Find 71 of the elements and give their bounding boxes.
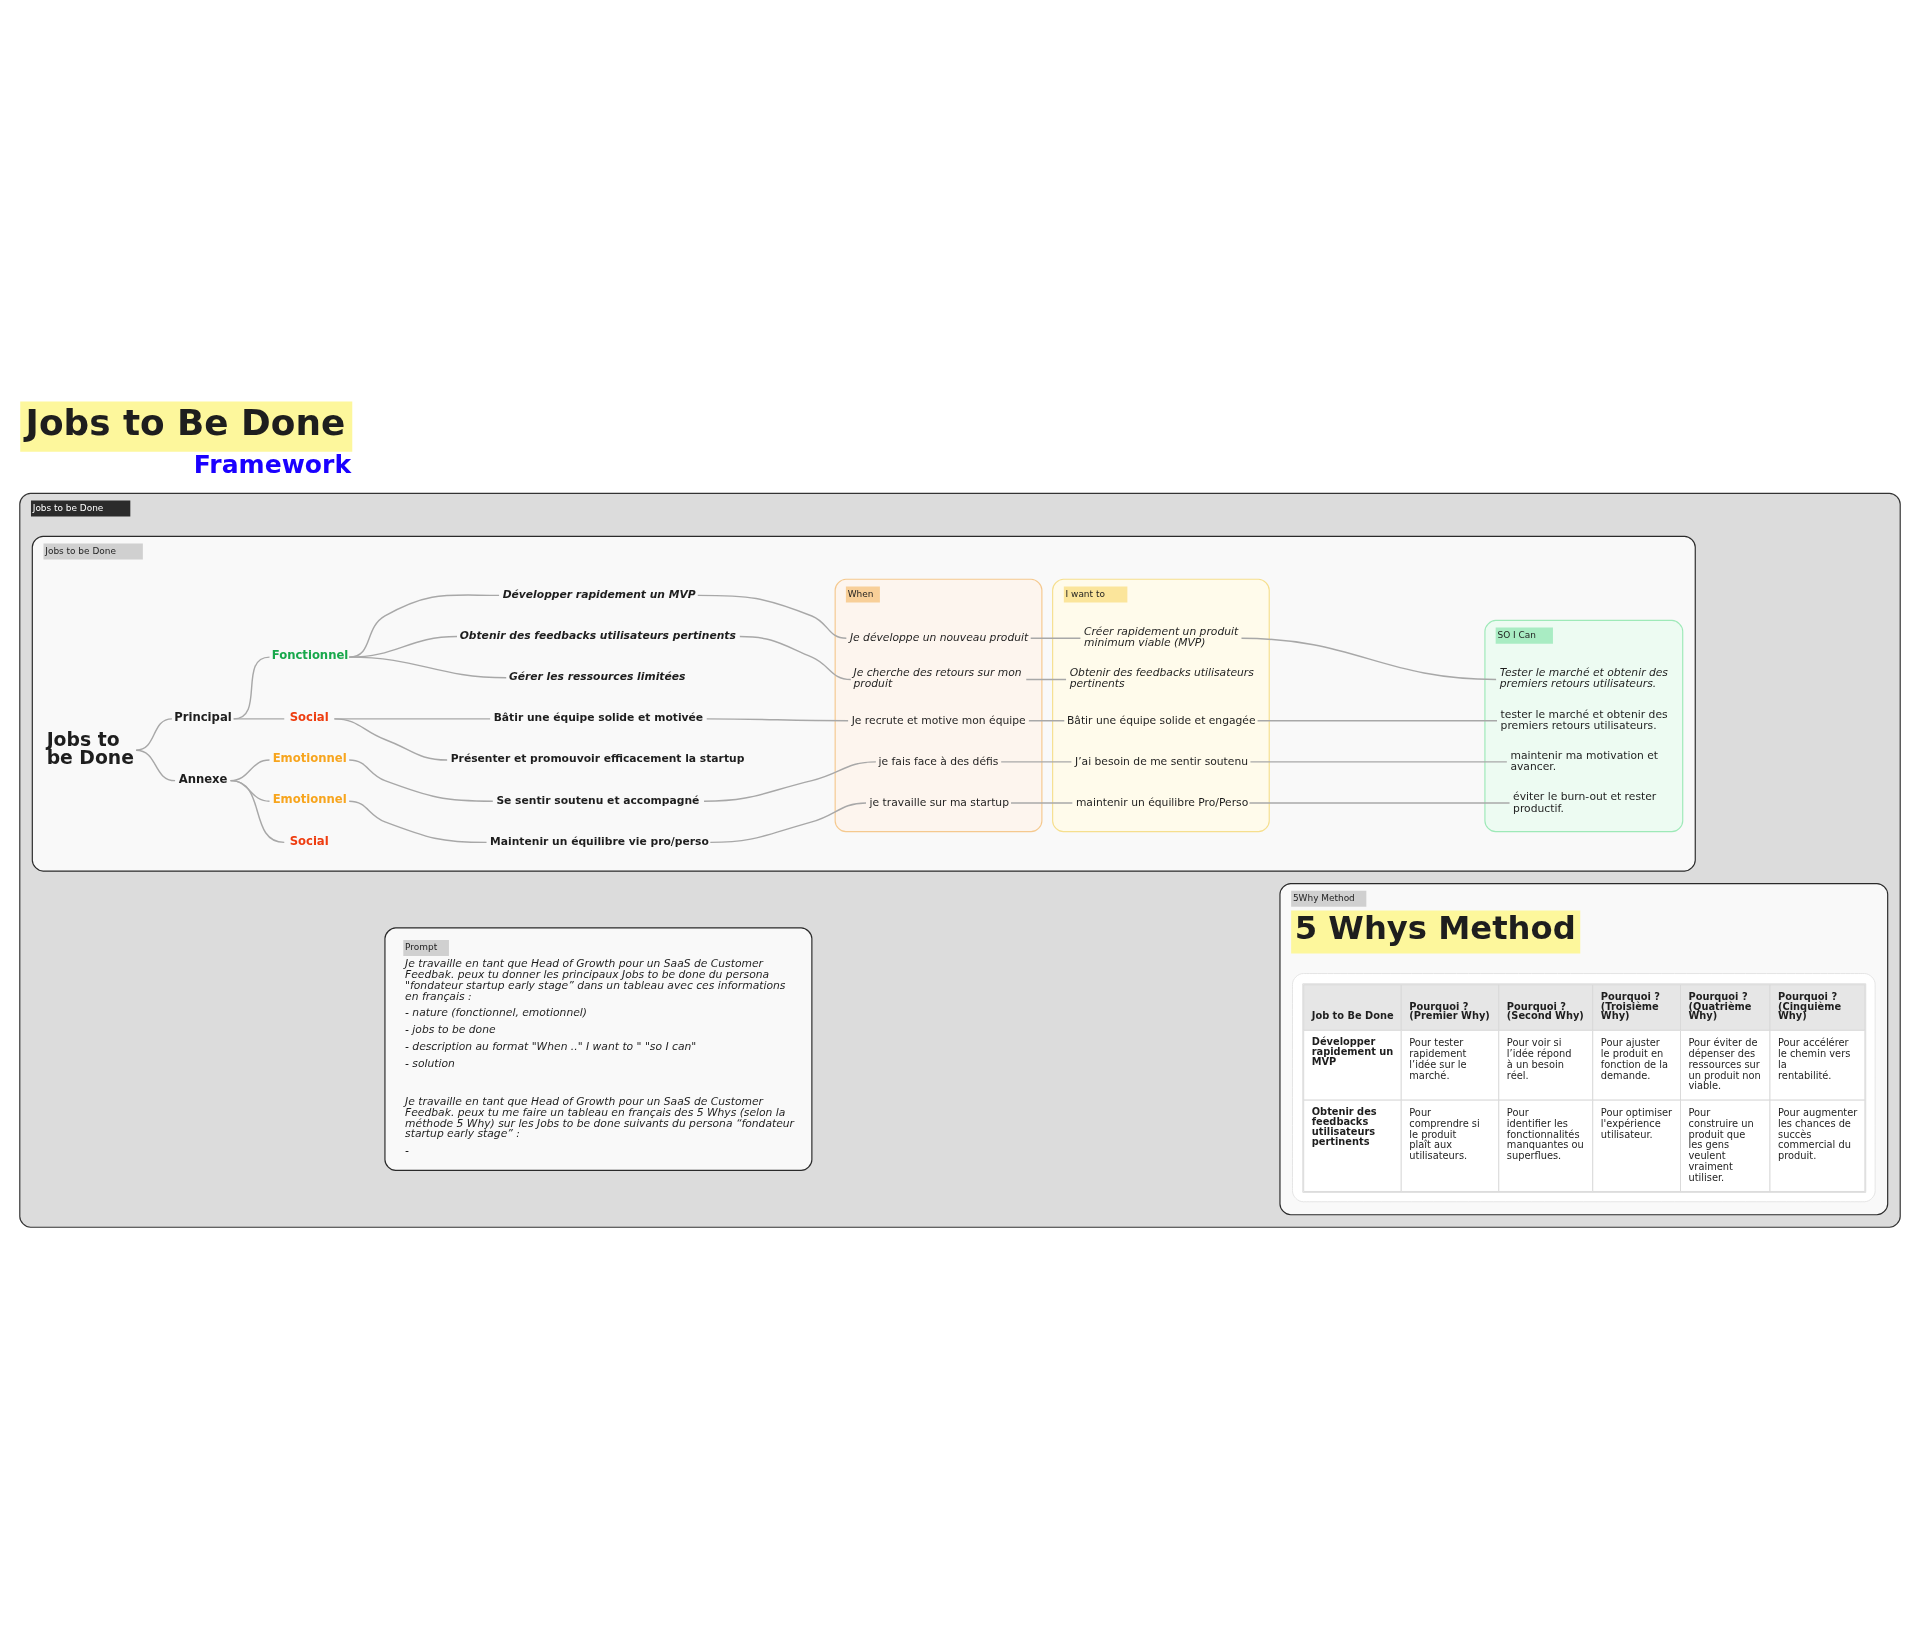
connector xyxy=(229,779,285,843)
node-text: Fonctionnel xyxy=(271,647,349,662)
node-text: Emotionnel xyxy=(272,791,347,806)
node-text: Maintenir un équilibre vie pro/perso xyxy=(490,834,709,848)
connector xyxy=(1010,801,1074,804)
node-text: Principal xyxy=(174,709,232,724)
connector xyxy=(1256,719,1498,721)
node-text: Social xyxy=(289,833,329,848)
node-text: éviter le burn-out et rester productif. xyxy=(1513,789,1657,815)
node-text: Jobs to be Done xyxy=(46,728,134,768)
node-text: Gérer les ressources limitées xyxy=(508,669,686,683)
node-text: Bâtir une équipe solide et engagée xyxy=(1066,713,1256,727)
label: Pour identifier les fonctionnalités manquantes ou superflues. xyxy=(1506,1106,1584,1161)
label: Pour construire un produit que les gens veulent vraiment utiliser. xyxy=(1688,1106,1754,1183)
node-text: Se sentir soutenu et accompagné xyxy=(496,793,700,807)
label: Pour voir si l’idée répond à un besoin réel. xyxy=(1506,1036,1572,1081)
connector xyxy=(333,717,448,761)
connector xyxy=(232,717,285,720)
label: Job to Be Done xyxy=(1311,1009,1394,1021)
connector xyxy=(135,749,176,781)
connector xyxy=(1240,637,1497,680)
node-text: Social xyxy=(289,709,329,724)
label: Pour optimiser l'expérience utilisateur. xyxy=(1600,1106,1673,1140)
label: Pour tester rapidement l’idée sur le marché. xyxy=(1409,1036,1467,1081)
node-box: Prompt Je travaille en tant que Head of Growth pour un SaaS de Customer Feedbak. peux tu donner les principaux Jobs to be done du persona "fondateur startup early stage” dans un tableau avec ces informations en français : - nature (fonctionnel, emotionnel) - jobs to be done - description au format "When .." I want to " "so I can" - solution Je travaille en tant que Head of Growth pour un SaaS de Customer Feedbak. peux tu me faire un tableau en français des 5 Whys (selon la méthode 5 Why) sur les Jobs to be done suivants du persona “fondateur startup early stage” : - xyxy=(384,926,813,1171)
node-text: maintenir un équilibre Pro/Perso xyxy=(1075,795,1249,809)
connector xyxy=(706,717,849,721)
connector xyxy=(348,655,507,678)
node-text: Obtenir des feedbacks utilisateurs pertinents xyxy=(459,628,736,642)
node-text: Je recrute et motive mon équipe xyxy=(851,713,1026,727)
node-text: J’ai besoin de me sentir soutenu xyxy=(1075,754,1249,768)
connector xyxy=(1249,760,1508,763)
node-text: Je développe un nouveau produit xyxy=(849,630,1029,644)
node-text: tester le marché et obtenir des premiers retours utilisateurs. xyxy=(1500,707,1668,732)
node-text: Bâtir une équipe solide et motivée xyxy=(493,710,704,724)
node-text: Développer rapidement un MVP xyxy=(502,587,696,601)
node-text: Créer rapidement un produit minimum viable (MVP) xyxy=(1083,624,1239,649)
connector xyxy=(1000,760,1073,763)
node-text: Annexe xyxy=(178,771,228,786)
connector xyxy=(135,717,173,751)
diagram-title: Jobs to Be Done Framework xyxy=(25,401,352,479)
label: Pour comprendre si le produit plaît aux utilisateurs. xyxy=(1409,1106,1480,1161)
label: Pour ajuster le produit en fonction de la demande. xyxy=(1600,1036,1669,1081)
label: Pourquoi ? (Premier Why) xyxy=(1409,1000,1490,1021)
label: Pour éviter de dépenser des ressources sur un produit non viable. xyxy=(1688,1036,1761,1091)
label: Développer rapidement un MVP xyxy=(1311,1035,1394,1067)
connector xyxy=(1248,801,1511,804)
node-text: maintenir ma motivation et avancer. xyxy=(1510,748,1659,773)
label: Pourquoi ? (Cinquième Why) xyxy=(1778,990,1842,1021)
node-text: Tester le marché et obtenir des premiers retours utilisateurs. xyxy=(1499,665,1668,690)
connector xyxy=(703,760,877,802)
connector xyxy=(1028,719,1065,721)
node-text: Emotionnel xyxy=(272,750,347,765)
label: Pourquoi ? (Quatrième Why) xyxy=(1688,990,1752,1021)
node-text: Présenter et promouvoir efficacement la startup xyxy=(450,751,745,765)
node-text: je fais face à des défis xyxy=(878,754,999,768)
connector xyxy=(1025,678,1067,680)
node-text: je travaille sur ma startup xyxy=(869,795,1009,809)
label: Obtenir des feedbacks utilisateurs pertinents xyxy=(1311,1105,1377,1147)
connector xyxy=(697,594,848,639)
connector xyxy=(1030,637,1082,639)
connector xyxy=(348,758,494,802)
connector xyxy=(739,635,852,680)
connector xyxy=(348,800,488,843)
label: Pour augmenter les chances de succès commercial du produit. xyxy=(1778,1106,1858,1161)
node-text: Je cherche des retours sur mon produit xyxy=(853,665,1022,690)
label: Pourquoi ? (Troisième Why) xyxy=(1600,990,1660,1021)
label: Pour accélérer le chemin vers la rentabilité. xyxy=(1778,1036,1851,1081)
label: Pourquoi ? (Second Why) xyxy=(1506,1000,1584,1021)
node-text: Obtenir des feedbacks utilisateurs pertinents xyxy=(1069,665,1254,690)
connector xyxy=(709,801,867,843)
